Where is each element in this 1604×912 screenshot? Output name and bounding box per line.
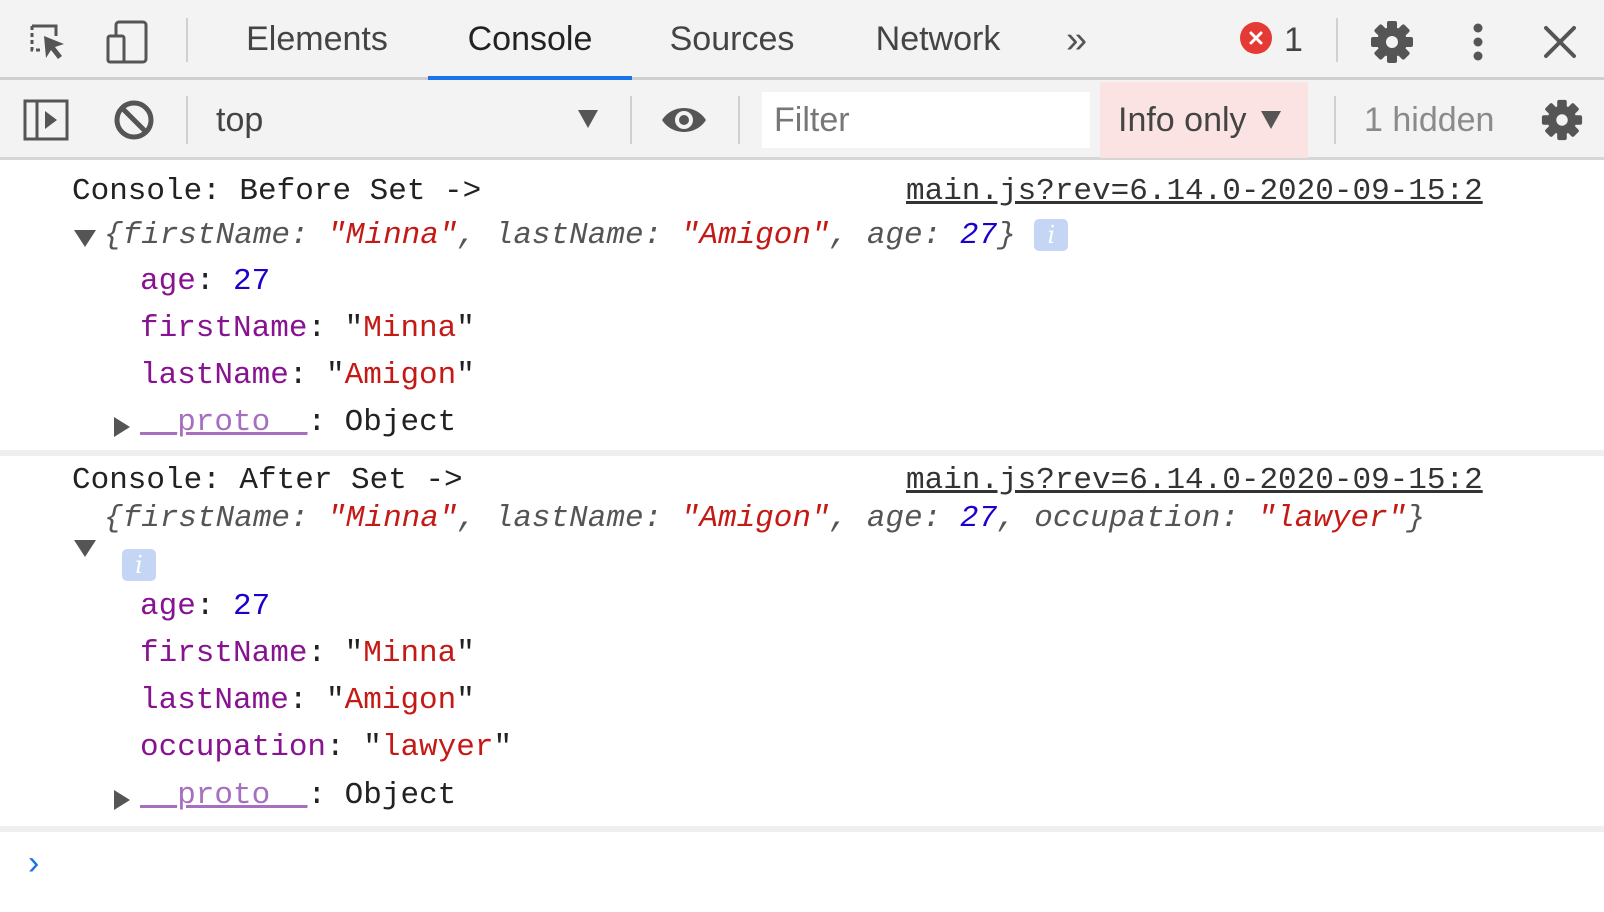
devtools-tab-bar: Elements Console Sources Network » 1 [0,0,1604,80]
divider [186,18,188,62]
object-preview[interactable]: {firstName: "Minna", lastName: "Amigon",… [104,501,1425,536]
context-selector[interactable]: top [216,101,264,139]
object-property: age: 27 [140,264,271,299]
close-icon[interactable] [1536,18,1584,66]
eye-icon[interactable] [660,96,708,144]
active-tab-indicator [428,76,632,80]
error-count[interactable]: 1 [1284,21,1303,59]
hidden-messages-count: 1 hidden [1364,101,1495,139]
log-text: Console: Before Set -> [72,174,482,209]
info-icon[interactable]: i [122,548,156,581]
object-property: lastName: "Amigon" [140,683,475,718]
info-icon[interactable]: i [1034,218,1069,251]
console-toolbar: top Info only 1 hidden [0,80,1604,160]
kebab-menu-icon[interactable] [1454,18,1502,66]
error-icon[interactable] [1240,22,1272,54]
object-property: age: 27 [140,589,271,624]
message-divider [0,450,1604,456]
filter-input[interactable] [762,92,1090,148]
divider [630,96,632,144]
log-levels-dropdown[interactable]: Info only [1100,82,1308,158]
log-levels-label: Info only [1118,100,1247,139]
source-link[interactable]: main.js?rev=6.14.0-2020-09-15:2 [906,174,1483,209]
expand-toggle-icon[interactable] [74,230,96,247]
expand-toggle-icon[interactable] [74,540,96,557]
device-toolbar-icon[interactable] [104,18,152,66]
expand-proto-icon[interactable] [114,417,130,437]
object-property: lastName: "Amigon" [140,358,475,393]
divider [1334,96,1336,144]
console-settings-icon[interactable] [1538,96,1586,144]
clear-console-icon[interactable] [110,96,158,144]
divider [186,96,188,144]
object-preview-info: i [122,546,156,586]
tab-console[interactable]: Console [467,20,593,58]
log-text: Console: After Set -> [72,463,463,498]
tab-sources[interactable]: Sources [669,20,795,58]
source-link[interactable]: main.js?rev=6.14.0-2020-09-15:2 [906,463,1483,498]
object-preview[interactable]: {firstName: "Minna", lastName: "Amigon",… [104,216,1069,256]
divider [738,96,740,144]
more-tabs-button[interactable]: » [1066,19,1088,61]
expand-proto-icon[interactable] [114,790,130,810]
object-property: firstName: "Minna" [140,636,475,671]
object-property: firstName: "Minna" [140,311,475,346]
settings-icon[interactable] [1368,18,1416,66]
prompt-chevron-icon[interactable]: › [28,844,40,882]
message-divider [0,826,1604,832]
inspect-element-icon[interactable] [24,18,72,66]
proto-property[interactable]: __proto__: Object [140,405,457,440]
tab-network[interactable]: Network [875,20,1001,58]
chevron-down-icon[interactable] [578,110,598,128]
chevron-down-icon [1260,111,1281,129]
sidebar-toggle-icon[interactable] [22,96,70,144]
object-property: occupation: "lawyer" [140,730,513,765]
proto-property[interactable]: __proto__: Object [140,778,457,813]
divider [1336,18,1338,62]
tab-elements[interactable]: Elements [246,20,388,58]
